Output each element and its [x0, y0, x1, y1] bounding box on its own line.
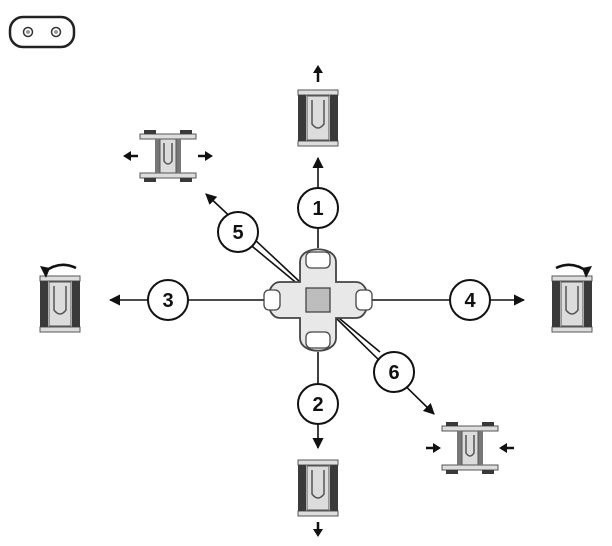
vehicle-widen-icon	[123, 129, 213, 183]
controller-icon	[8, 15, 76, 49]
callout-3-label: 3	[162, 290, 173, 312]
callout-6: 6	[373, 351, 415, 393]
callout-6-label: 6	[388, 362, 399, 384]
joystick-icon	[263, 248, 373, 352]
callout-2-label: 2	[312, 394, 323, 416]
vehicle-rotate-left-icon	[39, 263, 81, 333]
callout-5: 5	[217, 211, 259, 253]
callout-5-label: 5	[232, 222, 243, 244]
vehicle-forward-icon	[297, 65, 339, 147]
vehicle-backward-icon	[297, 459, 339, 537]
callout-1: 1	[297, 187, 339, 229]
callout-4-label: 4	[464, 290, 476, 312]
callout-1-label: 1	[312, 198, 323, 220]
callout-2: 2	[297, 383, 339, 425]
callout-3: 3	[147, 279, 189, 321]
vehicle-rotate-right-icon	[551, 263, 593, 333]
vehicle-narrow-icon	[426, 421, 514, 475]
callout-4: 4	[449, 279, 491, 321]
